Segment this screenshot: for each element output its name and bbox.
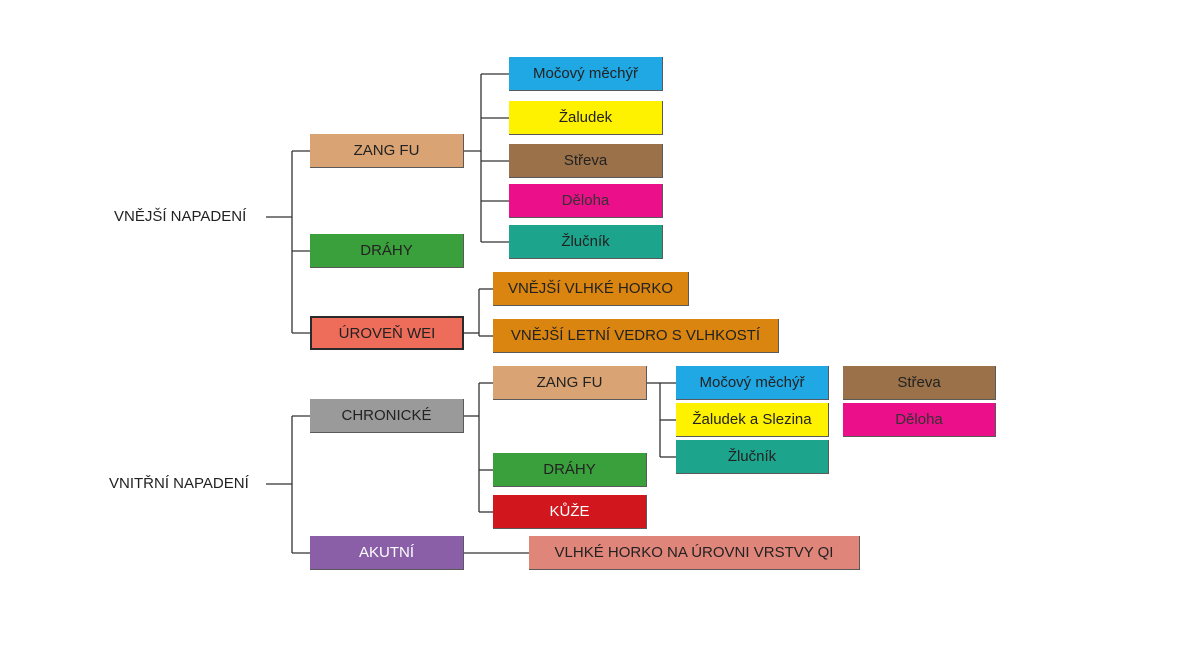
external-attack-root: VNĚJŠÍ NAPADENÍ [114,208,247,225]
int-gallbladder-node: Žlučník [676,440,829,474]
int-channels-node: DRÁHY [493,453,647,487]
int-intestines-node: Střeva [843,366,996,400]
int-bladder-node: Močový měchýř [676,366,829,400]
ext-damp-heat-node: VNĚJŠÍ VLHKÉ HORKO [493,272,689,306]
int-stomach-spleen-node: Žaludek a Slezina [676,403,829,437]
int-acute-node: AKUTNÍ [310,536,464,570]
internal-attack-root: VNITŘNÍ NAPADENÍ [109,475,249,492]
ext-zangfu-node: ZANG FU [310,134,464,168]
ext-channels-node: DRÁHY [310,234,464,268]
ext-gallbladder-node: Žlučník [509,225,663,259]
ext-bladder-node: Močový měchýř [509,57,663,91]
int-skin-node: KŮŽE [493,495,647,529]
int-uterus-node: Děloha [843,403,996,437]
ext-wei-level-node: ÚROVEŇ WEI [310,316,464,350]
ext-uterus-node: Děloha [509,184,663,218]
ext-intestines-node: Střeva [509,144,663,178]
int-chronic-node: CHRONICKÉ [310,399,464,433]
ext-summer-heat-node: VNĚJŠÍ LETNÍ VEDRO S VLHKOSTÍ [493,319,779,353]
int-zangfu-node: ZANG FU [493,366,647,400]
ext-stomach-node: Žaludek [509,101,663,135]
int-qi-level-node: VLHKÉ HORKO NA ÚROVNI VRSTVY QI [529,536,860,570]
